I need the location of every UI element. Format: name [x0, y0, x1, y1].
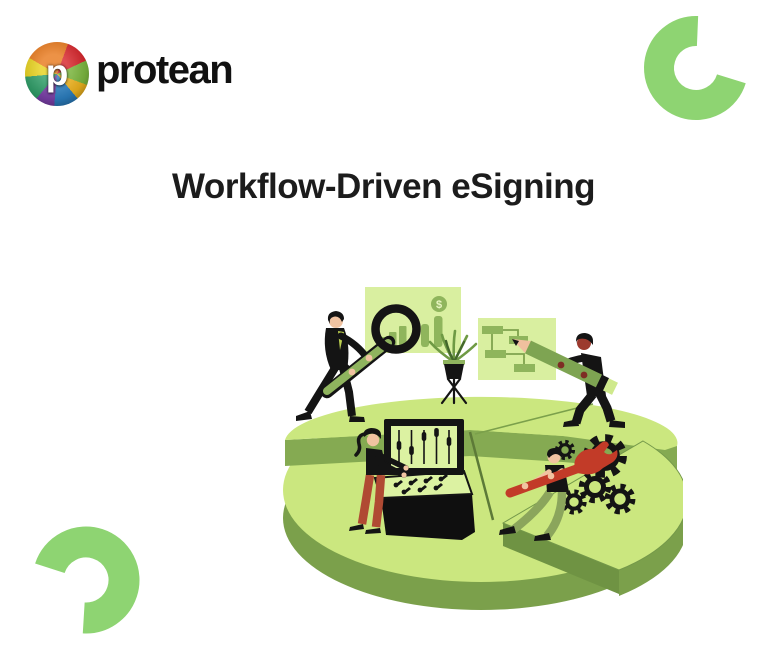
pie-chart-base: [283, 396, 683, 610]
pie-seam-line: [474, 403, 594, 435]
top-right-crescent-decoration: [644, 16, 748, 120]
teamwork-pie-chart-illustration: $: [283, 287, 683, 610]
slider-console: [373, 419, 475, 540]
dollar-sign: $: [436, 299, 442, 311]
pencil-writer: [512, 333, 625, 428]
magnifier-analyst: [296, 304, 421, 422]
bottom-left-crescent-decoration: [32, 526, 140, 634]
console-operator: [349, 428, 409, 534]
page-title: Workflow-Driven eSigning: [172, 167, 595, 206]
potted-plant: [428, 329, 478, 405]
slider-tracks: [396, 428, 452, 464]
dollar-coin-icon: [431, 296, 447, 312]
logo-letter: p: [45, 51, 69, 93]
protean-globe-logo: p: [25, 42, 89, 106]
console-knobs: [393, 474, 448, 495]
wrench-engineer: [499, 441, 618, 541]
brand-wordmark: protean: [96, 48, 234, 92]
pie-gap-line: [468, 431, 495, 521]
magnifying-glass-icon: [320, 304, 421, 399]
red-wrench-icon: [505, 441, 618, 498]
